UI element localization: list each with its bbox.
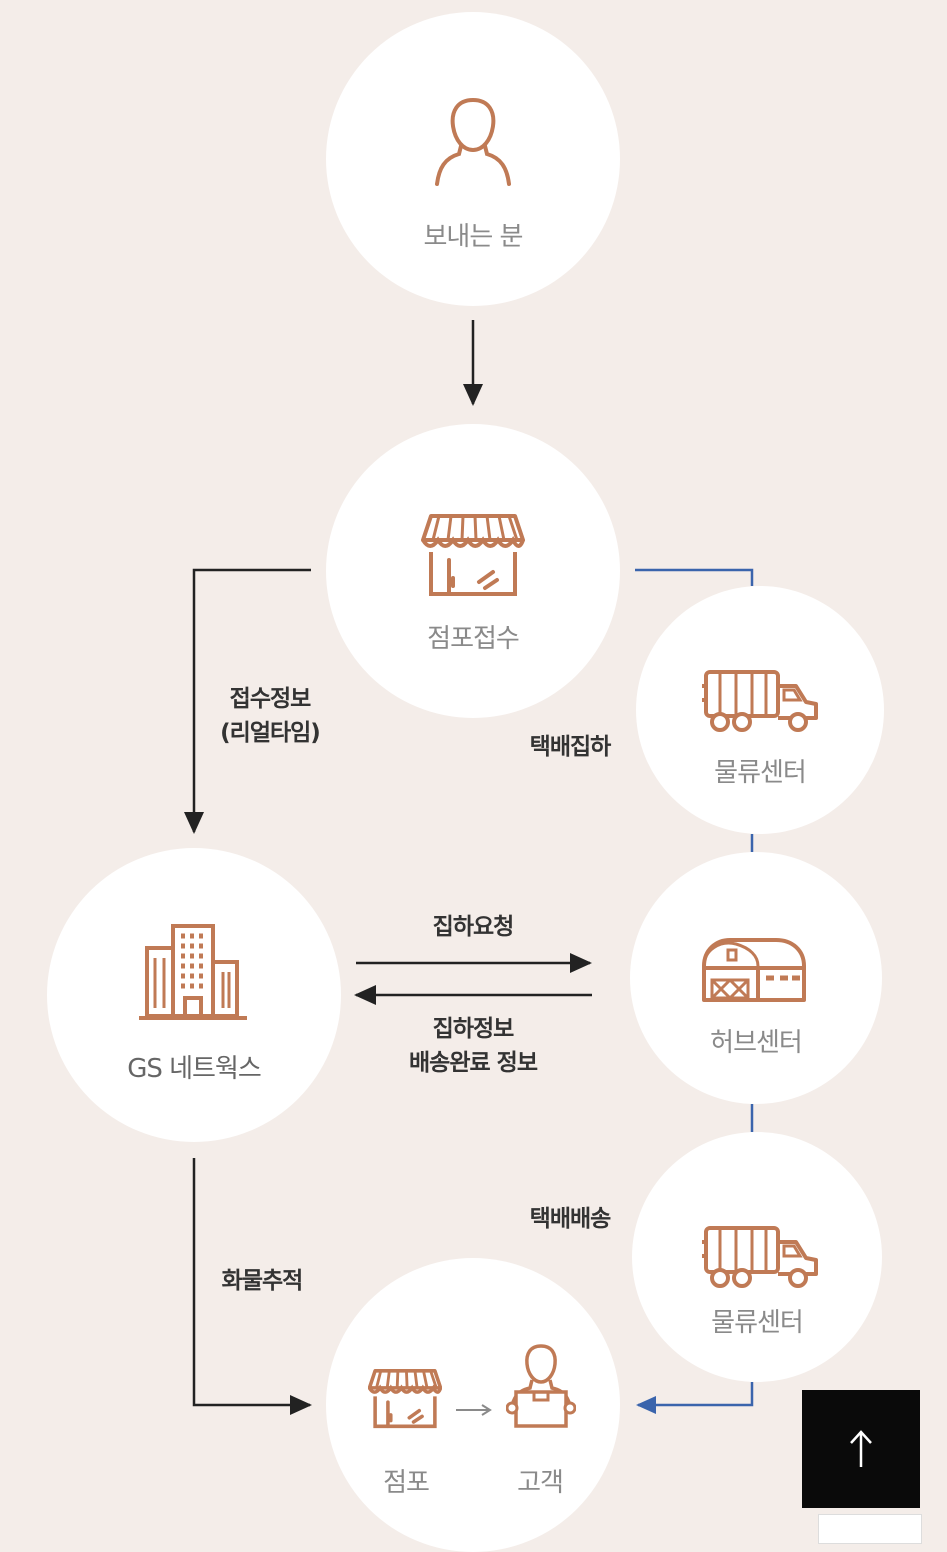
edge-label-receipt-info: 접수정보 (리얼타임) <box>200 682 340 750</box>
warehouse-icon <box>702 938 806 1002</box>
bottom-widget[interactable] <box>818 1514 922 1544</box>
node-logistics-center-1-label: 물류센터 <box>714 758 807 788</box>
node-logistics-center-2-label: 물류센터 <box>711 1308 804 1338</box>
edge-label-pickup-info-line2: 배송완료 정보 <box>409 1050 538 1076</box>
node-customer-label: 고객 <box>517 1468 564 1498</box>
delivery-truck-icon <box>702 1226 818 1288</box>
edge-logistics-2-to-customer <box>636 1382 754 1414</box>
edge-label-pickup-info: 집하정보 배송완료 정보 <box>380 1012 566 1080</box>
arrow-right-icon <box>456 1404 492 1416</box>
edge-store-to-gs <box>184 568 311 834</box>
storefront-icon <box>368 1369 442 1429</box>
storefront-icon <box>421 514 525 596</box>
node-hub-center-label: 허브센터 <box>710 1028 803 1058</box>
edge-store-to-logistics-1 <box>635 568 754 586</box>
node-logistics-center-1: 물류센터 <box>636 586 884 834</box>
arrow-up-icon <box>850 1430 872 1467</box>
edge-label-cargo-tracking: 화물추적 <box>221 1268 304 1294</box>
node-gs-networks-label: GS 네트웍스 <box>127 1054 262 1084</box>
node-store-customer: 점포 고객 <box>326 1258 620 1552</box>
edge-label-pickup-info-line1: 집하정보 <box>432 1016 515 1042</box>
edge-label-receipt-info-line2: (리얼타임) <box>220 720 321 746</box>
office-building-icon <box>139 924 247 1020</box>
edge-label-receipt-info-line1: 접수정보 <box>229 686 312 712</box>
edge-gs-to-customer <box>192 1158 312 1415</box>
person-icon <box>435 97 511 186</box>
edge-label-courier-delivery: 택배배송 <box>529 1206 612 1232</box>
node-sender-label: 보내는 분 <box>423 222 524 252</box>
delivery-truck-icon <box>702 670 818 732</box>
node-sender: 보내는 분 <box>326 12 620 306</box>
node-store-receipt-label: 점포접수 <box>427 624 520 654</box>
edge-label-pickup-request: 집하요청 <box>432 914 515 940</box>
node-store-label: 점포 <box>383 1468 430 1498</box>
customer-with-box-icon <box>506 1344 576 1428</box>
node-hub-center: 허브센터 <box>630 852 882 1104</box>
node-logistics-center-2: 물류센터 <box>632 1132 882 1382</box>
edge-label-courier-pickup: 택배집하 <box>529 734 612 760</box>
node-gs-networks: GS 네트웍스 <box>47 848 341 1142</box>
scroll-top-button[interactable] <box>802 1390 920 1508</box>
node-store-receipt: 점포접수 <box>326 424 620 718</box>
